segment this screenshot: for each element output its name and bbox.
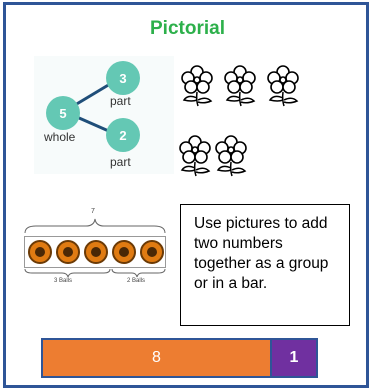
page-title: Pictorial xyxy=(150,18,225,39)
ball-icon xyxy=(56,240,80,264)
bar-segment-8: 8 xyxy=(41,338,272,378)
flower-icon xyxy=(215,135,247,177)
total-brace xyxy=(24,218,166,234)
flower-icon xyxy=(267,65,299,107)
part-braces xyxy=(24,268,166,278)
instruction-textbox: Use pictures to add two numbers together… xyxy=(180,204,350,326)
balls-total-label: 7 xyxy=(91,208,95,215)
part-label-1: part xyxy=(110,94,131,108)
flower-icon xyxy=(179,135,211,177)
part-circle-2: 2 xyxy=(106,118,140,152)
balls-model: 7 3 Balls 2 Balls xyxy=(20,206,170,292)
ball-icon xyxy=(112,240,136,264)
whole-circle: 5 xyxy=(46,96,80,130)
whole-label: whole xyxy=(44,130,76,144)
ball-icon xyxy=(84,240,108,264)
part-label-2: part xyxy=(110,155,131,169)
bar-segment-1: 1 xyxy=(270,338,318,378)
part-whole-diagram: 5 whole 3 part 2 part xyxy=(34,56,174,174)
balls-left-label: 3 Balls xyxy=(54,278,73,284)
ball-icon xyxy=(28,240,52,264)
flower-icon xyxy=(181,65,213,107)
flower-icon xyxy=(224,65,256,107)
ball-row xyxy=(24,236,166,268)
ball-icon xyxy=(140,240,164,264)
balls-right-label: 2 Balls xyxy=(127,278,146,284)
part-circle-1: 3 xyxy=(106,61,140,95)
